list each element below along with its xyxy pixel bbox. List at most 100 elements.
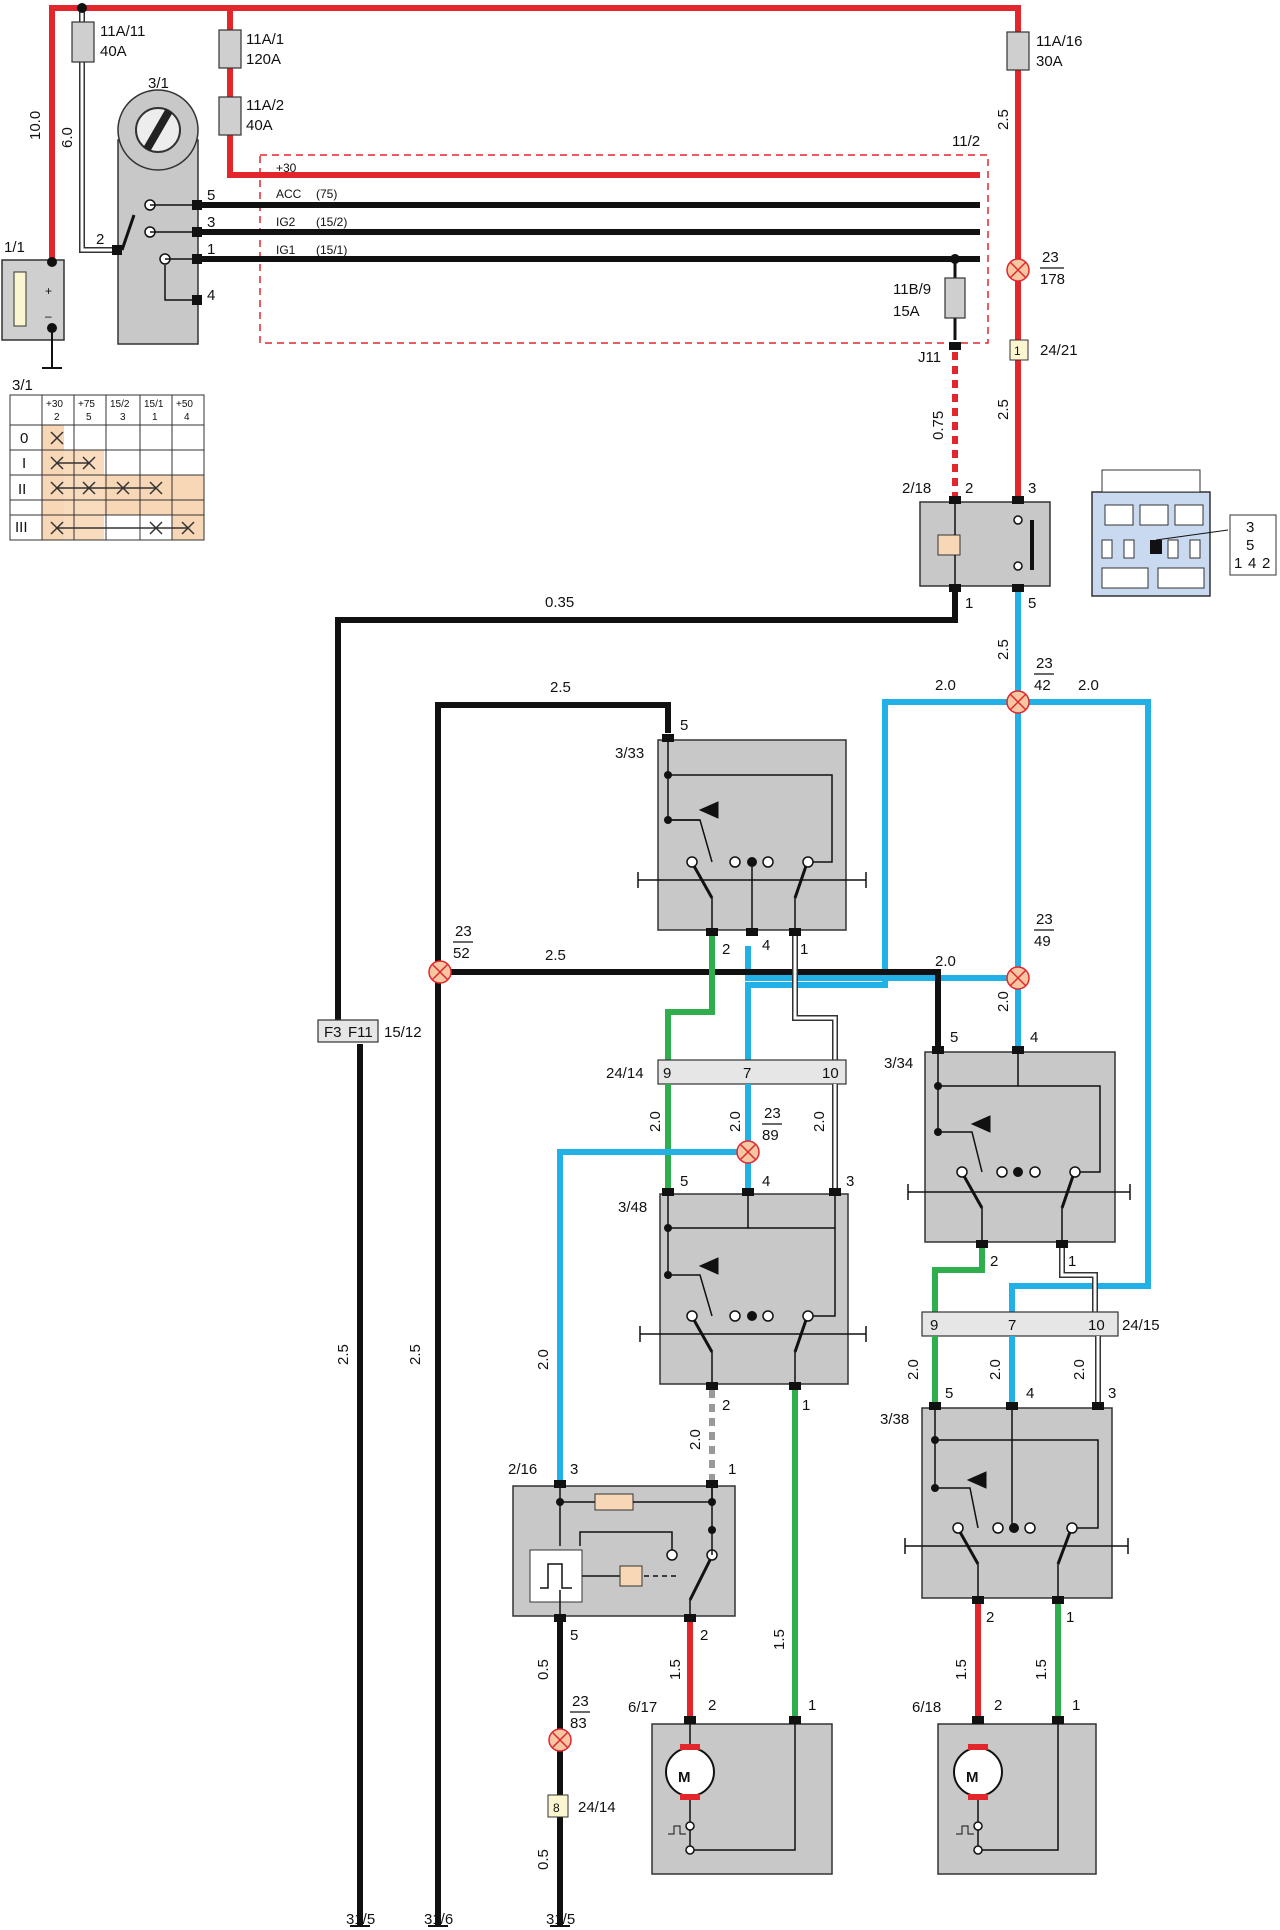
svg-text:23: 23 (455, 923, 472, 940)
svg-text:11A/1: 11A/1 (246, 31, 284, 48)
svg-text:2.5: 2.5 (995, 639, 1012, 660)
svg-text:7: 7 (743, 1065, 751, 1082)
svg-text:11/2: 11/2 (952, 133, 980, 150)
svg-text:2.0: 2.0 (727, 1111, 744, 1132)
svg-text:42: 42 (1034, 677, 1051, 694)
svg-text:2/18: 2/18 (902, 480, 931, 497)
svg-text:24/14: 24/14 (578, 1799, 616, 1816)
svg-text:10: 10 (822, 1065, 839, 1082)
svg-text:24/21: 24/21 (1040, 342, 1078, 359)
svg-text:11A/2: 11A/2 (246, 97, 284, 114)
svg-text:24/14: 24/14 (606, 1065, 644, 1082)
wires-334-2415 (932, 1248, 1098, 1312)
svg-text:1: 1 (1068, 1253, 1076, 1270)
svg-text:2.0: 2.0 (935, 677, 956, 694)
svg-text:23: 23 (1042, 249, 1059, 266)
svg-text:2.5: 2.5 (335, 1344, 352, 1365)
switch-table: 3/1 +30 +75 15/2 15/1 +50 2 5 3 1 4 0 (9, 377, 205, 541)
svg-text:11A/16: 11A/16 (1036, 33, 1082, 50)
relay-216-outputs: 1.5 0.5 0.5 8 24/14 (535, 1622, 693, 1927)
svg-text:31/6: 31/6 (424, 1911, 453, 1928)
svg-text:2.0: 2.0 (987, 1359, 1004, 1380)
svg-text:1: 1 (800, 941, 808, 958)
svg-text:52: 52 (453, 945, 470, 962)
svg-text:+30: +30 (276, 161, 297, 175)
connector-24-14: 24/14 9 7 10 (606, 1059, 847, 1085)
svg-text:+75: +75 (78, 399, 95, 410)
svg-text:1: 1 (1066, 1609, 1074, 1626)
svg-text:2.5: 2.5 (995, 399, 1012, 420)
svg-text:10: 10 (1088, 1317, 1105, 1334)
svg-text:2.5: 2.5 (545, 947, 566, 964)
switch-3-48: 3/48 5 4 3 2 1 (618, 1173, 867, 1414)
svg-text:2: 2 (700, 1627, 708, 1644)
right-supply: 23 178 1 24/21 2.5 (995, 249, 1078, 420)
fuse-11a16: 11A/16 30A (1006, 31, 1082, 71)
svg-text:2: 2 (96, 231, 104, 248)
svg-text:2: 2 (990, 1253, 998, 1270)
svg-text:31/5: 31/5 (346, 1911, 375, 1928)
svg-text:1.5: 1.5 (1033, 1659, 1050, 1680)
svg-text:7: 7 (1008, 1317, 1016, 1334)
motor-6-18: 6/18 M 2 1 (912, 1697, 1097, 1875)
svg-text:0.5: 0.5 (535, 1659, 552, 1680)
svg-text:40A: 40A (100, 43, 127, 60)
svg-text:2.0: 2.0 (1071, 1359, 1088, 1380)
fuse-11b9: 11B/9 15A J11 0.75 (893, 277, 966, 496)
svg-text:5: 5 (680, 1173, 688, 1190)
svg-text:II: II (18, 481, 26, 498)
svg-text:3/33: 3/33 (615, 745, 644, 762)
svg-text:3: 3 (207, 214, 215, 231)
relay-2-16: 2/16 3 1 5 2 (508, 1461, 736, 1644)
svg-text:1: 1 (965, 595, 973, 612)
wires-338-618: 1.5 1.5 (953, 1604, 1061, 1722)
svg-text:5: 5 (945, 1385, 953, 1402)
svg-text:M: M (678, 1769, 691, 1786)
svg-text:23: 23 (572, 1693, 589, 1710)
block-11-2: 11/2 +30 ACC (75) IG2 (15/2) IG1 (15/1) (259, 133, 989, 344)
svg-text:5: 5 (950, 1029, 958, 1046)
svg-text:3: 3 (570, 1461, 578, 1478)
svg-text:IG2: IG2 (276, 215, 296, 229)
svg-text:3: 3 (120, 412, 126, 423)
svg-text:2.0: 2.0 (995, 991, 1012, 1012)
svg-text:2: 2 (994, 1697, 1002, 1714)
wires-2414-348: 2.0 2.0 2.0 2.0 (535, 1084, 838, 1480)
svg-text:2.0: 2.0 (935, 953, 956, 970)
relay-2-18: 2/18 2 3 1 5 (902, 480, 1051, 612)
svg-text:178: 178 (1040, 271, 1065, 288)
svg-text:J11: J11 (918, 349, 941, 366)
svg-text:I: I (22, 455, 26, 472)
svg-text:1.5: 1.5 (771, 1629, 788, 1650)
svg-text:2.0: 2.0 (1078, 677, 1099, 694)
svg-text:4: 4 (1030, 1029, 1038, 1046)
blue-main: 2.5 2.0 2.0 2.0 2.0 (745, 592, 1151, 1312)
svg-text:11A/11: 11A/11 (100, 23, 145, 40)
connector-24-15: 24/15 9 7 10 (921, 1311, 1160, 1337)
svg-text:8: 8 (553, 1801, 560, 1815)
svg-text:3: 3 (846, 1173, 854, 1190)
svg-text:1: 1 (152, 412, 158, 423)
svg-text:31/5: 31/5 (546, 1911, 575, 1928)
gauge-label: 2.5 (995, 109, 1012, 130)
svg-text:(15/2): (15/2) (316, 215, 347, 229)
svg-text:F11: F11 (348, 1024, 373, 1041)
svg-text:M: M (966, 1769, 979, 1786)
svg-text:+: + (45, 284, 52, 298)
svg-text:1: 1 (802, 1397, 810, 1414)
svg-text:40A: 40A (246, 117, 273, 134)
svg-text:0.5: 0.5 (535, 1849, 552, 1870)
splice-42: 23 42 (1006, 655, 1054, 714)
svg-text:0.35: 0.35 (545, 594, 574, 611)
svg-text:2: 2 (708, 1697, 716, 1714)
svg-text:1.5: 1.5 (667, 1659, 684, 1680)
svg-text:3: 3 (1246, 519, 1254, 536)
fuse-11a11: 11A/11 40A (71, 21, 145, 63)
splice-52: 23 52 (428, 923, 473, 984)
svg-text:2/16: 2/16 (508, 1461, 537, 1478)
svg-text:5: 5 (86, 412, 92, 423)
svg-text:3/1: 3/1 (148, 75, 169, 92)
svg-text:83: 83 (570, 1715, 587, 1732)
svg-text:1: 1 (207, 241, 215, 258)
svg-text:5: 5 (570, 1627, 578, 1644)
